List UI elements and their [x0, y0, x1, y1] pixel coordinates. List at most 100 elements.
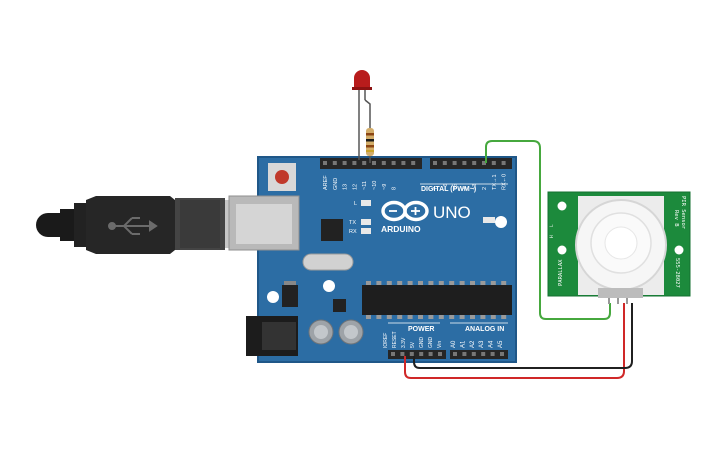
chip-pin	[459, 281, 465, 285]
top-pin-label: ~5	[453, 184, 459, 190]
led-label-rx: RX	[349, 229, 357, 235]
on-label: ON	[497, 219, 505, 225]
chip-pin	[418, 281, 423, 285]
chip-pin	[438, 281, 444, 285]
resistor-icon[interactable]	[364, 99, 374, 163]
header-hole[interactable]	[452, 161, 457, 165]
header-hole[interactable]	[491, 161, 496, 165]
top-pin-label: ~9	[382, 184, 388, 190]
power-label: POWER	[408, 326, 434, 333]
chip-pin	[366, 315, 371, 319]
chip-pin	[376, 281, 382, 285]
header-hole[interactable]	[400, 352, 405, 356]
top-pin-label: 13	[343, 184, 349, 190]
analog-pin-label: A1	[460, 340, 466, 348]
header-hole[interactable]	[453, 352, 457, 356]
header-hole[interactable]	[433, 161, 437, 165]
top-pin-label: ~11	[362, 181, 368, 190]
chip-pin	[459, 315, 465, 319]
header-hole[interactable]	[323, 161, 327, 165]
power-pin-label: 3.3V	[401, 337, 407, 348]
chip-pin	[376, 315, 382, 319]
led-label-tx: TX	[349, 220, 356, 226]
header-hole[interactable]	[391, 161, 396, 165]
chip-pin	[397, 315, 403, 319]
header-hole[interactable]	[462, 352, 467, 356]
header-hole[interactable]	[500, 352, 504, 356]
top-pin-label: 4	[462, 187, 468, 190]
chip-pin	[449, 315, 455, 319]
top-pin-label: 12	[352, 184, 358, 190]
top-pin-label: ~6	[443, 184, 449, 190]
header-hole[interactable]	[471, 352, 476, 356]
jumper-label-h: H	[549, 235, 555, 238]
top-pin-label: AREF	[323, 175, 329, 190]
chip-pin	[490, 281, 496, 285]
usb-symbol-icon	[108, 217, 158, 235]
header-hole[interactable]	[490, 352, 495, 356]
top-pin-label: RX←0	[502, 174, 508, 190]
chip-pin	[407, 281, 413, 285]
signal-wire	[485, 140, 611, 320]
board-model-label: UNO	[433, 203, 471, 222]
header-hole[interactable]	[419, 352, 424, 356]
header-hole[interactable]	[342, 161, 347, 165]
top-pin-label: 8	[392, 187, 398, 190]
header-hole[interactable]	[391, 352, 395, 356]
top-pin-label: ~3	[472, 184, 478, 190]
chip-pin	[470, 281, 475, 285]
chip-pin	[480, 315, 486, 319]
top-pin-label: 2	[482, 187, 488, 190]
top-pin-label: TX→1	[492, 174, 498, 190]
header-hole[interactable]	[481, 352, 486, 356]
header-hole[interactable]	[362, 161, 367, 165]
chip-pin	[428, 281, 434, 285]
header-hole[interactable]	[482, 161, 486, 165]
analog-pin-label: A4	[489, 340, 495, 348]
chip-pin	[386, 315, 392, 319]
power-wire	[404, 303, 625, 379]
analog-pin-label: A0	[451, 340, 457, 348]
pir-sensor[interactable]: PARALLAX H L PIR Sensor Rev B 555-28027	[547, 191, 691, 304]
jumper-label-l: L	[549, 224, 555, 227]
analog-pin-label: A5	[498, 340, 504, 348]
header-hole[interactable]	[501, 161, 506, 165]
top-pin-label: ~10	[372, 181, 378, 190]
chip-pin	[501, 315, 507, 319]
header-hole[interactable]	[352, 161, 357, 165]
chip-pin	[397, 281, 403, 285]
ground-wire	[413, 303, 633, 369]
power-pin-label: IOREF	[383, 333, 389, 348]
header-hole[interactable]	[372, 161, 376, 165]
header-hole[interactable]	[438, 352, 442, 356]
led-label-l: L	[354, 201, 357, 207]
analog-pin-label: A2	[470, 340, 476, 348]
top-pin-label: GND	[333, 178, 339, 190]
header-hole[interactable]	[442, 161, 447, 165]
power-pin-label: RESET	[392, 331, 398, 348]
sensor-rev-label: Rev B	[673, 210, 679, 227]
header-hole[interactable]	[401, 161, 406, 165]
header-hole[interactable]	[428, 352, 433, 356]
header-hole[interactable]	[409, 352, 414, 356]
analog-pin-label: A3	[479, 340, 485, 348]
sensor-brand-label: PARALLAX	[558, 259, 564, 286]
wires[interactable]	[404, 140, 633, 379]
header-hole[interactable]	[472, 161, 477, 165]
header-hole[interactable]	[332, 161, 337, 165]
header-hole[interactable]	[411, 161, 416, 165]
chip-pin	[490, 315, 496, 319]
infinity-logo-icon	[381, 200, 429, 222]
analog-label: ANALOG IN	[465, 326, 504, 333]
chip-pin	[501, 281, 507, 285]
top-pin-label: 7	[433, 187, 439, 190]
chip-pin	[407, 315, 413, 319]
header-hole[interactable]	[381, 161, 386, 165]
sensor-part-label: 555-28027	[674, 258, 680, 288]
power-pin-label: 5V	[410, 341, 416, 348]
header-hole[interactable]	[462, 161, 467, 165]
power-pin-label: Vin	[437, 341, 443, 348]
led-icon[interactable]	[352, 70, 372, 160]
